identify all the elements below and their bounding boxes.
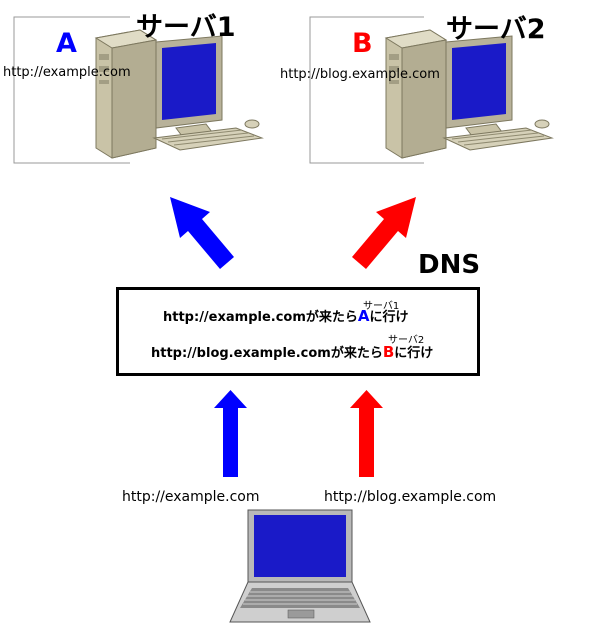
server-2-frame <box>309 16 424 164</box>
dns-rule-2: http://blog.example.comが来たらBに行け <box>151 342 433 361</box>
dns-rule-2-middle: が来たら <box>330 346 383 361</box>
arrow-to-server-1 <box>170 197 234 269</box>
server-1-frame <box>13 16 130 164</box>
server-1-title: サーバ1 <box>136 12 236 43</box>
desktop-computer-icon <box>94 29 264 159</box>
dns-rule-2-ruby: サーバ2 <box>388 335 425 346</box>
arrow-to-server-2 <box>352 197 416 269</box>
dns-rule-1-end: に行け <box>369 310 409 325</box>
dns-rule-1-ruby: サーバ1 <box>363 301 400 312</box>
dns-box <box>116 287 480 376</box>
dns-rule-2-end: に行け <box>394 346 434 361</box>
arrow-request-1 <box>214 390 247 477</box>
server-2-title: サーバ2 <box>446 14 546 45</box>
desktop-computer-icon <box>384 29 554 159</box>
dns-rule-2-url: http://blog.example.com <box>151 346 331 361</box>
server-2-letter: B <box>352 28 373 59</box>
client-request-2-url: http://blog.example.com <box>324 489 497 505</box>
dns-rule-1: http://example.comが来たらAに行け <box>163 306 409 325</box>
dns-rule-1-middle: が来たら <box>305 310 358 325</box>
server-1-letter: A <box>56 28 77 59</box>
server-2-url: http://blog.example.com <box>280 67 440 82</box>
dns-rule-2-target: B <box>382 343 395 361</box>
arrow-request-2 <box>350 390 383 477</box>
dns-rule-1-target: A <box>357 307 370 325</box>
laptop-icon <box>229 509 371 623</box>
client-request-1-url: http://example.com <box>122 489 260 505</box>
server-1-url: http://example.com <box>3 65 131 80</box>
dns-title: DNS <box>418 250 481 280</box>
dns-rule-1-url: http://example.com <box>163 310 306 325</box>
